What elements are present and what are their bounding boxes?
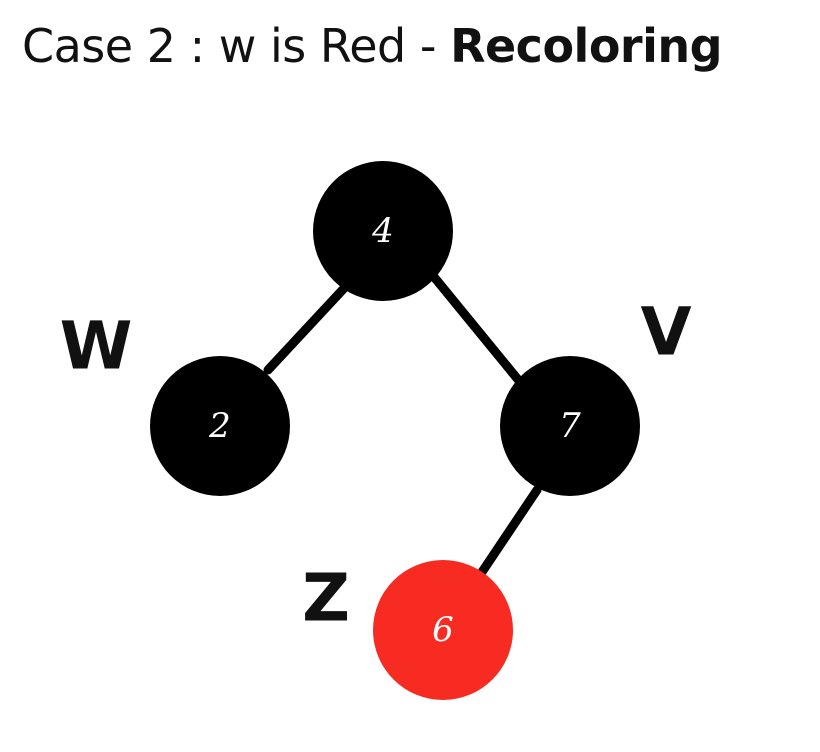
- node-2-circle: [150, 356, 290, 496]
- node-4-circle: [313, 161, 453, 301]
- label-w: W: [60, 308, 133, 385]
- title-bold: Recoloring: [450, 19, 723, 73]
- title-regular: Case 2 : w is Red -: [22, 19, 451, 73]
- node-7: 7: [500, 356, 640, 496]
- node-2-label: 2: [208, 406, 231, 446]
- edge-4-2: [263, 279, 353, 375]
- label-v: V: [640, 294, 691, 371]
- node-2: 2: [150, 356, 290, 496]
- edge-4-7: [425, 267, 525, 387]
- node-6-label: 6: [432, 610, 454, 650]
- label-z: Z: [302, 560, 350, 637]
- node-6: 6: [373, 560, 513, 700]
- edge-7-6: [473, 485, 542, 583]
- node-4-label: 4: [371, 211, 394, 251]
- node-6-circle: [373, 560, 513, 700]
- page-title: Case 2 : w is Red - Recoloring: [22, 14, 723, 78]
- node-7-label: 7: [559, 406, 581, 446]
- node-4: 4: [313, 161, 453, 301]
- node-7-circle: [500, 356, 640, 496]
